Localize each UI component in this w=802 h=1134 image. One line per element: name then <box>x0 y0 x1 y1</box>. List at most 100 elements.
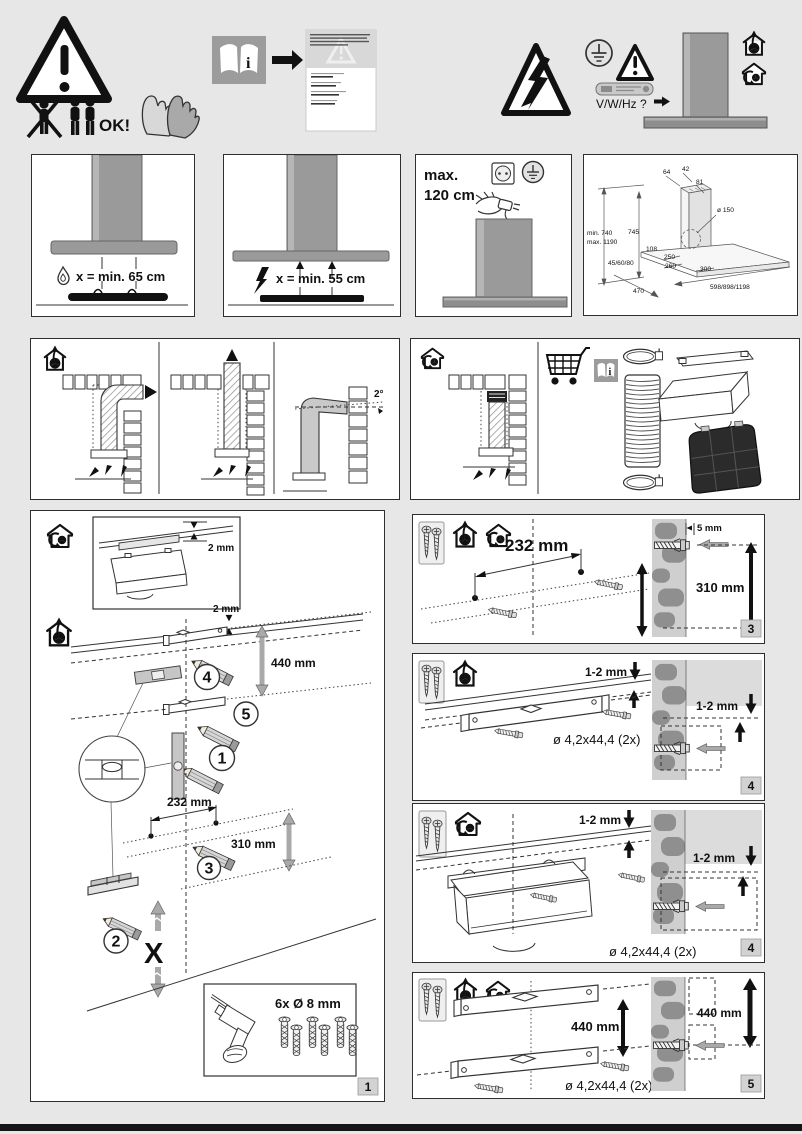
gas-flame-icon <box>57 265 70 286</box>
drill-icon <box>210 994 256 1063</box>
screws-parts-icon <box>418 978 447 1022</box>
deflector-assembly <box>447 814 593 952</box>
gap-label-wall: 1-2 mm <box>696 699 738 713</box>
screw-size-label: ø 4,2x44,4 (2x) <box>553 732 640 747</box>
panel-recirculation-parts: i <box>410 338 800 500</box>
step-tag-4: 4 <box>740 776 762 795</box>
svg-text:250: 250 <box>664 254 675 261</box>
svg-text:470: 470 <box>633 288 644 295</box>
panel-gas-clearance: x = min. 65 cm <box>31 154 195 317</box>
mounting-bracket <box>420 694 652 733</box>
gap-label-top: 1-2 mm <box>585 665 627 679</box>
svg-text:81: 81 <box>696 179 704 186</box>
screw-size-label: ø 4,2x44,4 (2x) <box>609 944 696 959</box>
rail-spacing-label: 440 mm <box>271 656 316 670</box>
svg-text:64: 64 <box>663 169 671 176</box>
step-tag-4: 4 <box>740 938 762 957</box>
step-tag-1: 1 <box>357 1077 379 1096</box>
safety-header: OK! i <box>16 16 768 139</box>
screw-icon <box>487 605 518 620</box>
flexible-duct-icon <box>624 374 661 468</box>
extraction-mode-icon <box>452 659 478 687</box>
svg-text:max. 1190: max. 1190 <box>587 239 618 246</box>
spirit-level-horizontal <box>133 665 183 685</box>
hose-clamp-bottom-icon <box>622 473 664 491</box>
extraction-mode-icon <box>46 617 72 647</box>
recirculation-mode-icon <box>420 347 445 370</box>
gas-clearance-label: x = min. 65 cm <box>76 269 165 284</box>
step-circle-1: 1 <box>208 744 236 772</box>
panel-step1-marking: 2 mm 2 mm 4 440 mm 5 1 <box>30 510 385 1102</box>
step-circle-2: 2 <box>103 928 129 954</box>
earth-ground-icon-small <box>521 160 545 184</box>
up-arrow-icon <box>737 876 749 896</box>
down-arrow-icon <box>745 846 757 866</box>
screws-parts-icon <box>418 810 447 858</box>
screw-icon <box>599 1059 630 1073</box>
no-children-icon <box>26 95 63 139</box>
wall-cross-section: 1-2 mm <box>652 660 762 780</box>
max-length-label: 120 cm <box>424 187 475 204</box>
shopping-cart-icon <box>545 347 590 385</box>
bottom-bracket-with-level <box>87 872 139 896</box>
upper-bracket <box>163 611 372 646</box>
hole-spacing-label: 232 mm <box>505 536 568 555</box>
extraction-mode-icon <box>742 30 766 56</box>
gloves-icon <box>141 95 200 139</box>
screws-parts-icon <box>418 521 445 565</box>
dimension-drawing <box>597 172 791 298</box>
wall-cross-section: 5 mm 310 mm <box>652 519 762 637</box>
panel-dimensions: 64 42 81 ø 150 745 min. 740 max. 1190 10… <box>583 154 798 316</box>
floor-line <box>86 918 377 1012</box>
svg-text:260: 260 <box>665 263 676 270</box>
ceiling-line <box>415 825 652 862</box>
svg-text:ø 150: ø 150 <box>717 207 734 214</box>
gas-hob <box>36 288 188 306</box>
step-circle-4: 4 <box>193 663 221 691</box>
hood-chimney <box>475 218 533 298</box>
electric-bolt-icon <box>254 267 269 294</box>
up-arrow-icon <box>628 690 640 708</box>
high-voltage-icon <box>501 43 571 116</box>
down-arrow-icon <box>629 662 641 680</box>
rail-spacing-wall-label: 440 mm <box>697 1006 742 1020</box>
svg-text:300: 300 <box>700 266 711 273</box>
rating-plate-icon <box>595 82 654 96</box>
air-deflector-icon <box>657 350 754 432</box>
read-manual-icon: i <box>212 36 266 84</box>
extraction-mode-icon <box>43 345 67 371</box>
rail-spacing-label: 440 mm <box>571 1019 619 1034</box>
spirit-level-vertical <box>171 732 185 800</box>
svg-text:4: 4 <box>748 779 755 793</box>
arrow-right-icon <box>272 50 303 70</box>
down-arrow-icon <box>623 810 635 828</box>
panel-step4-bracket: 1-2 mm ø 4,2x44,4 (2x) 1-2 mm <box>412 653 765 801</box>
recirculation-mode-icon <box>454 811 482 837</box>
svg-text:598/898/1198: 598/898/1198 <box>710 284 750 291</box>
svg-text:4: 4 <box>203 670 212 687</box>
panel-duct-routing: 2° <box>30 338 400 500</box>
see-manual-icon: i <box>594 359 618 382</box>
svg-text:1: 1 <box>218 751 227 768</box>
page-divider-bar <box>0 1124 802 1131</box>
hand-with-plug-icon <box>475 191 521 220</box>
vertical-spacing-label: 310 mm <box>696 580 744 595</box>
panel-step3-drilling: 232 mm 5 mm 310 mm 3 <box>412 514 765 644</box>
up-arrow-icon <box>623 840 635 858</box>
wall-cross-section: 1-2 mm <box>651 810 762 934</box>
recirculation-mode-icon <box>741 62 767 86</box>
wall-cross-section: 440 mm <box>651 977 762 1091</box>
book-i-small-label: i <box>609 367 612 378</box>
arrow-right-small-icon <box>654 96 670 107</box>
earth-ground-icon <box>585 39 613 67</box>
down-arrow-icon <box>745 694 757 714</box>
screw-icon <box>493 726 524 740</box>
recirculation-mode-icon <box>46 523 74 549</box>
drill-positions <box>420 549 650 624</box>
svg-text:3: 3 <box>205 861 214 878</box>
gap-label-wall: 1-2 mm <box>693 851 735 865</box>
distance-x-arrows: X <box>144 900 166 998</box>
hole-spacing-label: 232 mm <box>167 795 212 809</box>
hood-silhouette <box>643 32 768 129</box>
